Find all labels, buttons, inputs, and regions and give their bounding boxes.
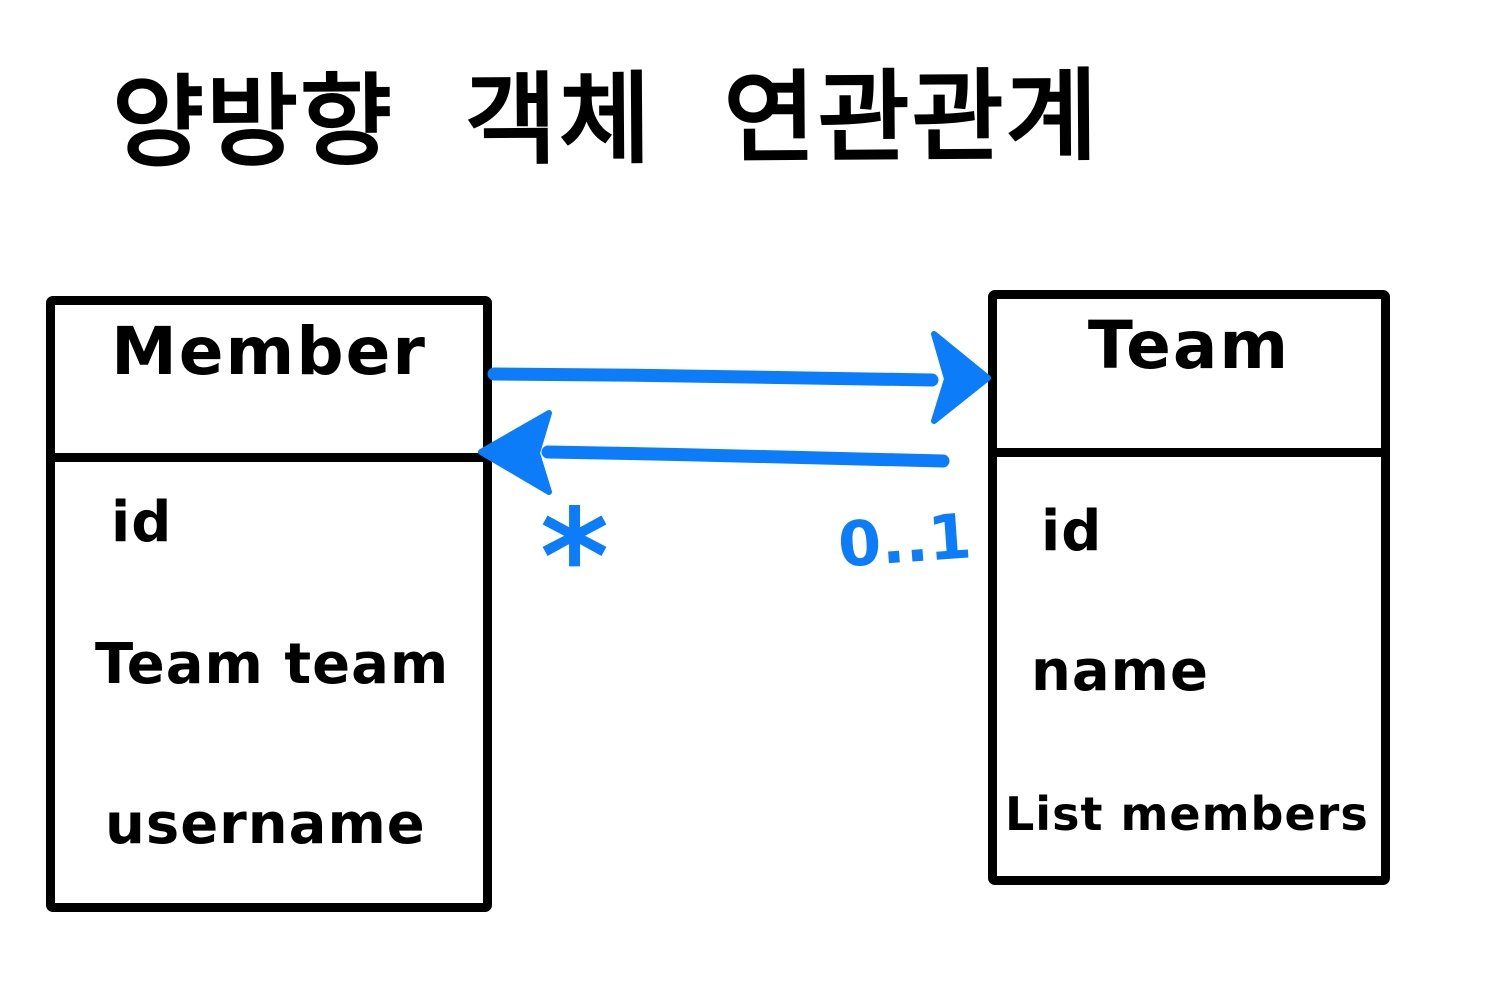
multiplicity-team-side: 0..1 bbox=[835, 499, 974, 582]
diagram-title: 양방향 객체 연관관계 bbox=[111, 57, 1101, 182]
arrow-team-to-member-line bbox=[541, 445, 950, 468]
member-class-name: Member bbox=[111, 313, 427, 390]
team-field-id: id bbox=[1041, 499, 1103, 564]
member-class-box: Member id Team team username bbox=[46, 296, 492, 912]
team-class-header: Team bbox=[997, 299, 1381, 457]
team-field-name: name bbox=[1031, 639, 1209, 704]
team-field-members: List members bbox=[1005, 787, 1369, 841]
arrow-member-to-team-head-icon bbox=[931, 331, 991, 424]
team-class-name: Team bbox=[1087, 307, 1291, 384]
member-class-header: Member bbox=[55, 305, 483, 462]
member-field-username: username bbox=[105, 792, 426, 857]
team-class-box: Team id name List members bbox=[988, 290, 1390, 885]
arrow-member-to-team-line bbox=[487, 367, 939, 387]
member-field-id: id bbox=[111, 490, 173, 555]
member-field-team: Team team bbox=[95, 632, 450, 697]
multiplicity-member-side: * bbox=[540, 481, 610, 635]
